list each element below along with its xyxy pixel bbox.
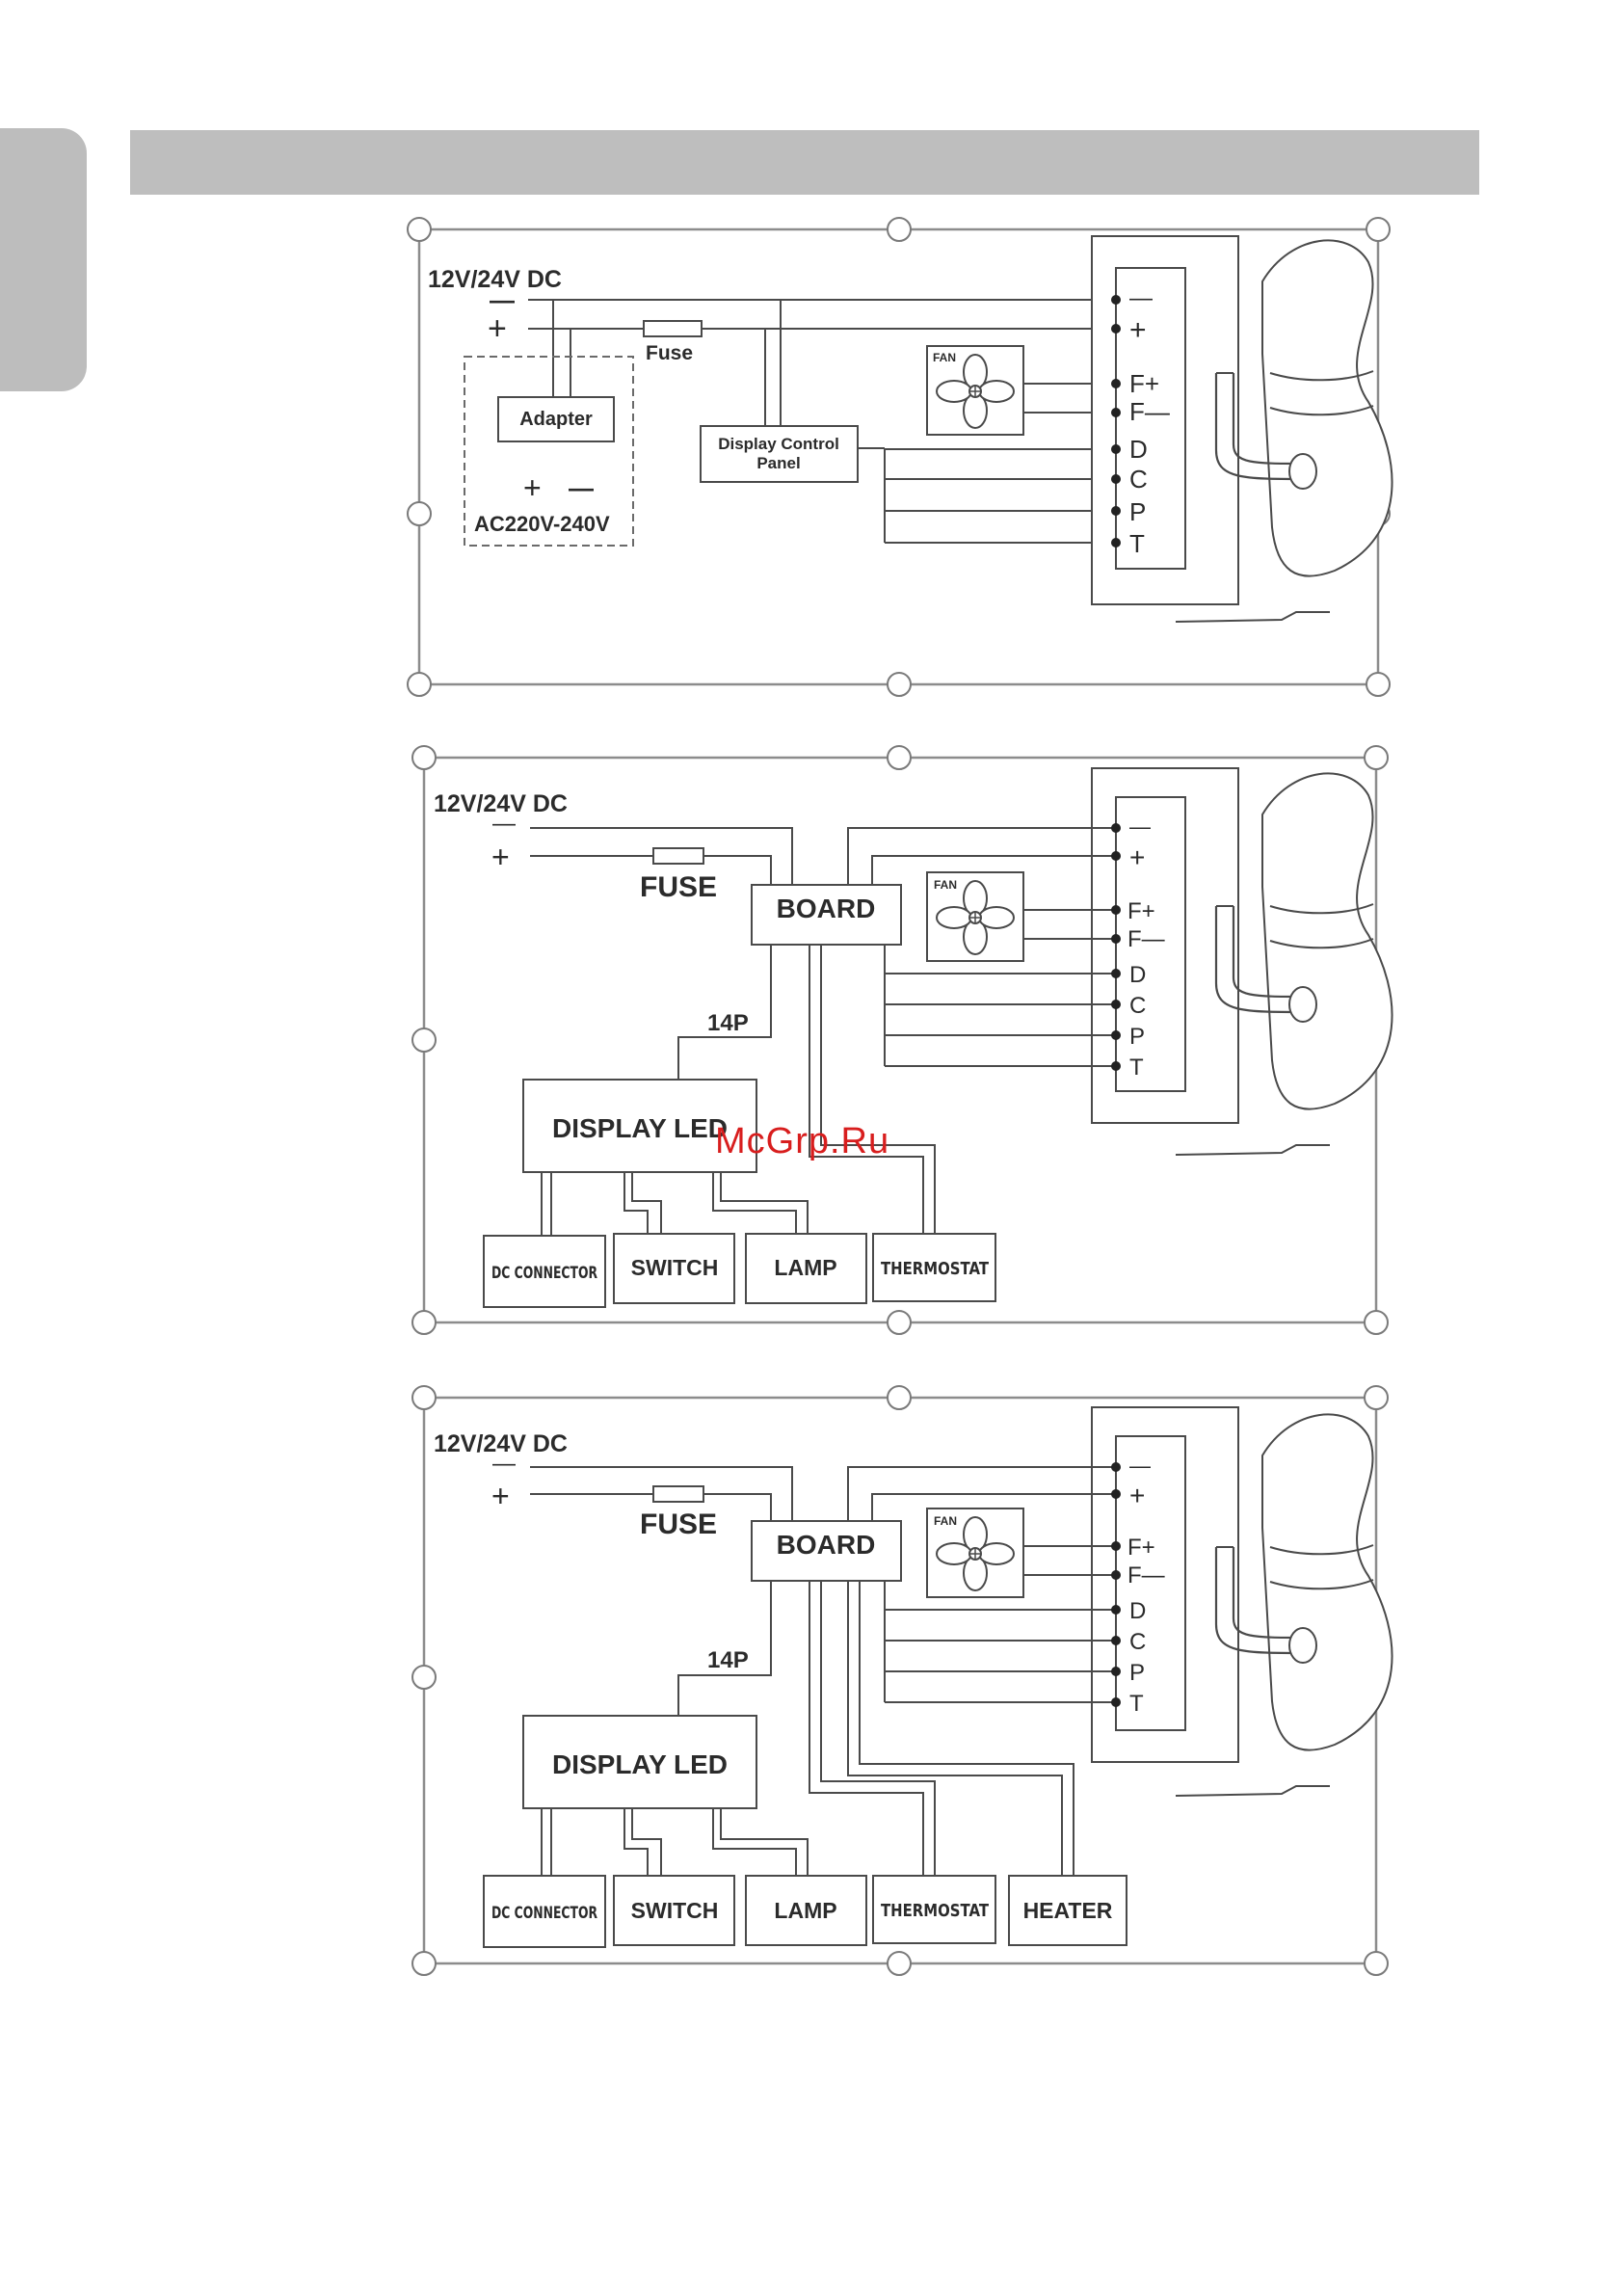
display-led-label: DISPLAY LED xyxy=(552,1749,728,1779)
dc-connector-box xyxy=(483,1235,606,1308)
minus-sign: — xyxy=(492,811,516,837)
minus-sign: — xyxy=(490,285,515,314)
terminal-label: + xyxy=(1129,314,1147,346)
board-label: BOARD xyxy=(777,894,876,923)
component-label: LAMP xyxy=(774,1898,836,1923)
component-label: LAMP xyxy=(774,1255,836,1280)
dc-connector-box xyxy=(483,1875,606,1948)
component-label: THERMOSTAT xyxy=(881,1901,990,1921)
terminal-label: F— xyxy=(1129,397,1170,426)
display-control-panel xyxy=(700,425,859,483)
adapter-label: Adapter xyxy=(519,409,593,430)
diagram-3: 12V/24V DC — + FUSE BOARD FAN 14P DISPLA… xyxy=(411,1385,1393,1976)
display-led-box xyxy=(522,1079,757,1173)
controller-module xyxy=(1115,267,1186,570)
display-led-label: DISPLAY LED xyxy=(552,1113,728,1143)
compressor-icon xyxy=(1174,772,1393,1157)
display-panel-line2: Panel xyxy=(756,454,800,472)
side-tab xyxy=(0,128,87,391)
fuse-symbol xyxy=(643,320,703,337)
fan-label: FAN xyxy=(934,878,957,892)
supply-label: 12V/24V DC xyxy=(434,790,568,817)
cable-label: 14P xyxy=(707,1010,749,1036)
heater-box xyxy=(1008,1875,1127,1946)
terminal-label: F— xyxy=(1127,1562,1165,1589)
terminal-block-3: — + F+ F— D C P T xyxy=(1111,1454,1165,1717)
adapter-box xyxy=(497,396,615,442)
terminal-block-1: — + F+ F— D C P T xyxy=(1111,285,1170,558)
terminal-label: C xyxy=(1129,465,1148,494)
board-label: BOARD xyxy=(777,1530,876,1560)
terminal-label: F— xyxy=(1127,926,1165,952)
controller-module xyxy=(1115,796,1186,1092)
terminal-label: + xyxy=(1129,842,1145,872)
terminal-label: P xyxy=(1129,1660,1145,1686)
controller-outer xyxy=(1091,1406,1239,1763)
plus-sign: + xyxy=(491,1479,510,1513)
terminal-label: C xyxy=(1129,1629,1146,1655)
adapter-minus: — xyxy=(569,473,594,502)
controller-outer xyxy=(1091,767,1239,1124)
terminal-label: F+ xyxy=(1129,369,1159,398)
compressor-icon xyxy=(1174,1413,1393,1798)
component-label: HEATER xyxy=(1023,1898,1113,1923)
switch-box xyxy=(613,1875,735,1946)
plus-sign: + xyxy=(491,840,510,874)
terminal-label: P xyxy=(1129,497,1146,526)
fuse-label: FUSE xyxy=(640,1508,717,1540)
board-box xyxy=(751,884,902,946)
terminal-label: F+ xyxy=(1127,1535,1155,1561)
terminal-label: F+ xyxy=(1127,898,1155,924)
terminal-label: P xyxy=(1129,1024,1145,1050)
lamp-box xyxy=(745,1875,867,1946)
diagram-2: 12V/24V DC — + FUSE BOARD FAN 14P DISPLA… xyxy=(411,745,1393,1335)
display-led-box xyxy=(522,1715,757,1809)
fan-label: FAN xyxy=(934,1514,957,1528)
adapter-plus: + xyxy=(523,470,542,505)
thermostat-box xyxy=(872,1875,996,1944)
ac-label: AC220V-240V xyxy=(474,512,610,536)
component-label: DC CONNECTOR xyxy=(491,1264,597,1283)
controller-module xyxy=(1115,1435,1186,1731)
terminal-label: D xyxy=(1129,962,1146,988)
fuse-symbol xyxy=(652,847,704,865)
terminal-label: D xyxy=(1129,1598,1146,1624)
component-label: SWITCH xyxy=(631,1255,719,1280)
section-header-bar xyxy=(130,130,1479,195)
supply-label: 12V/24V DC xyxy=(428,266,562,293)
switch-box xyxy=(613,1233,735,1304)
terminal-label: + xyxy=(1129,1481,1145,1510)
fan-label: FAN xyxy=(933,351,956,364)
terminal-label: — xyxy=(1129,1454,1151,1478)
supply-label: 12V/24V DC xyxy=(434,1430,568,1457)
fuse-label: FUSE xyxy=(640,871,717,903)
terminal-label: C xyxy=(1129,993,1146,1019)
cable-label: 14P xyxy=(707,1647,749,1673)
board-box xyxy=(751,1520,902,1582)
lamp-box xyxy=(745,1233,867,1304)
minus-sign: — xyxy=(492,1451,516,1477)
terminal-label: D xyxy=(1129,435,1148,464)
fuse-symbol xyxy=(652,1485,704,1503)
terminal-label: — xyxy=(1129,285,1153,311)
terminal-block-2: — + F+ F— D C P T xyxy=(1111,814,1165,1081)
diagram-1: 12V/24V DC — + Fuse Adapter + — AC220V-2… xyxy=(407,217,1393,697)
fuse-label: Fuse xyxy=(646,342,693,364)
terminal-label: T xyxy=(1129,1691,1144,1717)
terminal-label: — xyxy=(1129,814,1151,839)
terminal-label: T xyxy=(1129,529,1145,558)
watermark-text: McGrp.Ru xyxy=(715,1121,890,1161)
adapter-group xyxy=(464,356,634,547)
component-label: SWITCH xyxy=(631,1898,719,1923)
display-panel-line1: Display Control xyxy=(718,435,839,453)
thermostat-box xyxy=(872,1233,996,1302)
component-label: DC CONNECTOR xyxy=(491,1904,597,1923)
plus-sign: + xyxy=(488,310,507,347)
terminal-label: T xyxy=(1129,1055,1144,1081)
component-label: THERMOSTAT xyxy=(881,1259,990,1279)
